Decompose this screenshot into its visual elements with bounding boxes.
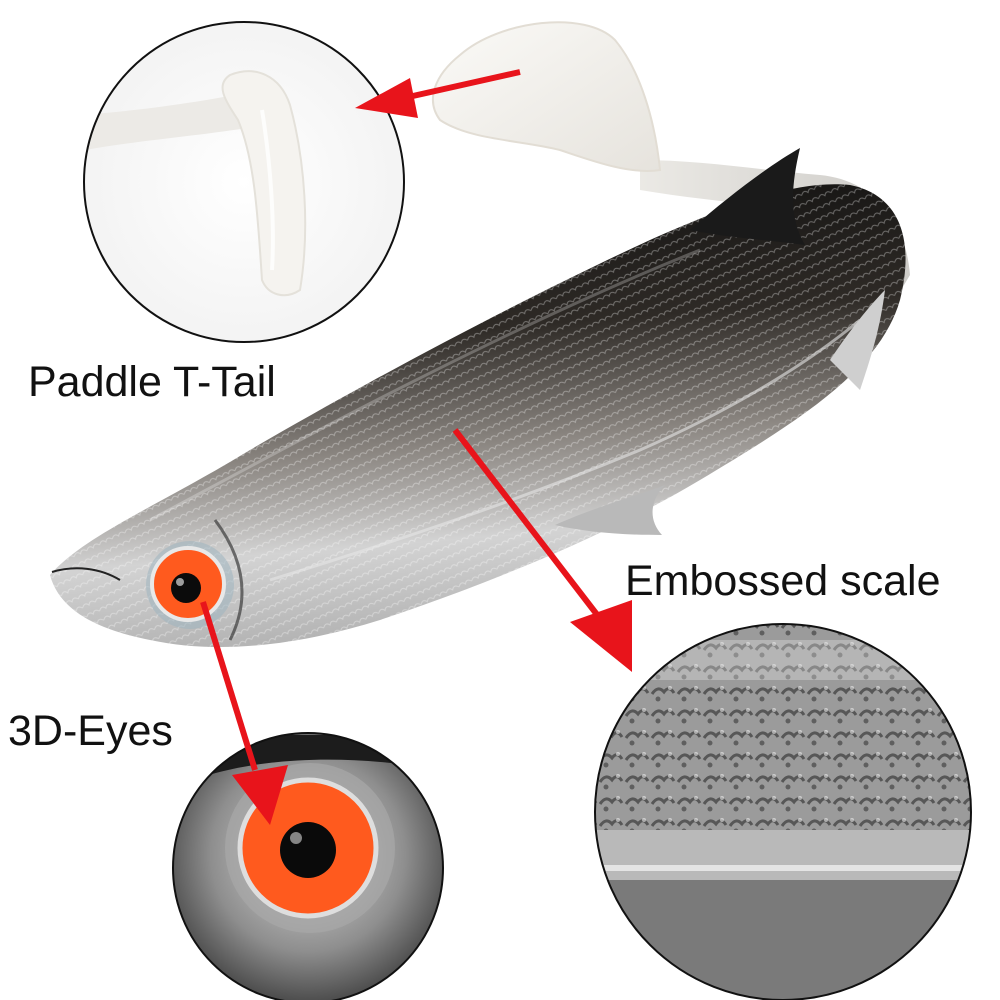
tail-arrow	[355, 69, 521, 118]
label-embossed-scale: Embossed scale	[625, 557, 941, 605]
lure-eye	[146, 541, 234, 629]
lure-body	[50, 148, 906, 648]
scale-arrow	[452, 428, 632, 672]
tail-zoom-circle	[83, 21, 405, 343]
dorsal-fin	[690, 148, 805, 245]
callout-arrows	[200, 69, 632, 825]
pectoral-fin	[555, 485, 665, 535]
label-3d-eyes: 3D-Eyes	[8, 707, 173, 755]
eye-arrow	[200, 601, 288, 825]
label-paddle-t-tail: Paddle T-Tail	[28, 358, 276, 406]
tail-paddle	[431, 21, 662, 172]
scale-zoom-circle	[594, 623, 972, 1000]
eye-zoom-circle	[172, 732, 444, 1000]
